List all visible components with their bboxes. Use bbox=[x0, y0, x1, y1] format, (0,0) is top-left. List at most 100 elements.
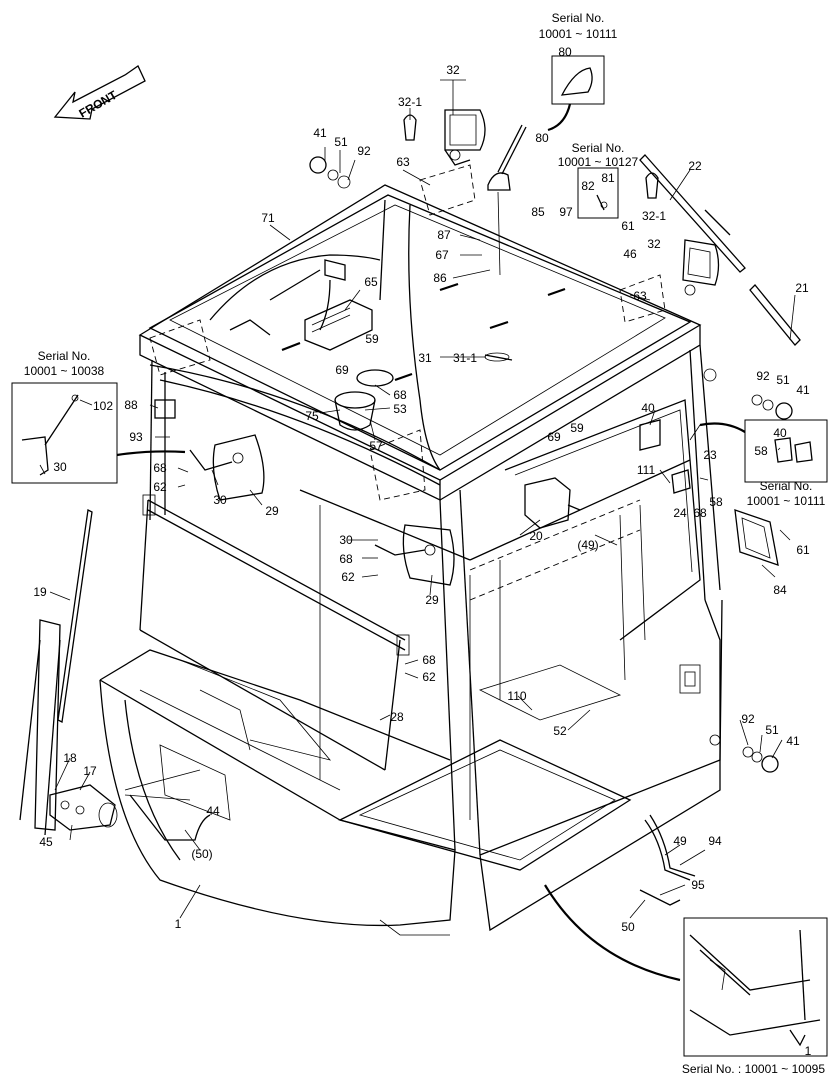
fastener-stack-low bbox=[742, 746, 779, 773]
switch-40 bbox=[639, 419, 661, 451]
callout: 17 bbox=[83, 764, 97, 778]
callout: 88 bbox=[124, 398, 138, 412]
callout: 22 bbox=[688, 159, 702, 173]
callout: 32 bbox=[446, 63, 460, 77]
callout: 63 bbox=[396, 155, 410, 169]
callout: 86 bbox=[433, 271, 447, 285]
callout: 69 bbox=[547, 430, 561, 444]
callout: 63 bbox=[633, 289, 647, 303]
callout: 87 bbox=[437, 228, 451, 242]
callout: 50 bbox=[621, 920, 635, 934]
front-arrow: FRONT bbox=[53, 65, 146, 121]
arrow-bottom-inset bbox=[544, 884, 681, 982]
callout: 59 bbox=[365, 332, 379, 346]
callout: 68 bbox=[393, 388, 407, 402]
callout: 68 bbox=[693, 506, 707, 520]
callout: 84 bbox=[773, 583, 787, 597]
callout: 71 bbox=[261, 211, 275, 225]
callout: 28 bbox=[390, 710, 404, 724]
serial-left-range: 10001 ~ 10038 bbox=[24, 364, 105, 378]
front-wiper bbox=[19, 509, 93, 836]
callout: 68 bbox=[153, 461, 167, 475]
callout: 51 bbox=[776, 373, 790, 387]
callout: 30 bbox=[53, 460, 67, 474]
callout: 82 bbox=[581, 179, 595, 193]
serial-right-upper-title: Serial No. bbox=[572, 141, 625, 155]
callout: 68 bbox=[339, 552, 353, 566]
callout: 59 bbox=[570, 421, 584, 435]
inset-left bbox=[11, 382, 118, 484]
work-lamp-front bbox=[444, 109, 486, 166]
callout: 45 bbox=[39, 835, 53, 849]
callout: 24 bbox=[673, 506, 687, 520]
fastener-stack-top bbox=[309, 156, 351, 189]
callout: 94 bbox=[708, 834, 722, 848]
cab-frame bbox=[149, 199, 723, 932]
arrow-top-inset bbox=[547, 103, 572, 132]
callout: 46 bbox=[623, 247, 637, 261]
room-lamp-bulb bbox=[484, 352, 513, 362]
bulb-32-1-left bbox=[403, 114, 417, 141]
wiper-motor bbox=[49, 784, 118, 831]
callout: 111 bbox=[637, 463, 656, 477]
wiring-harness bbox=[209, 204, 441, 471]
arrow-left-inset bbox=[116, 450, 186, 457]
callout: 31 bbox=[418, 351, 432, 365]
serial-right-lower-title: Serial No. bbox=[760, 479, 813, 493]
callout: 67 bbox=[435, 248, 449, 262]
radio bbox=[304, 299, 373, 351]
fastener-stack-mid bbox=[751, 394, 793, 420]
callout: 62 bbox=[153, 480, 167, 494]
work-lamp-rear bbox=[682, 239, 720, 296]
callout: 18 bbox=[63, 751, 77, 765]
callout: 62 bbox=[341, 570, 355, 584]
callout: 49 bbox=[673, 834, 687, 848]
callout: 58 bbox=[709, 495, 723, 509]
rear-wiper bbox=[639, 154, 801, 346]
serial-right-lower-range: 10001 ~ 10111 bbox=[747, 494, 826, 508]
inset-bottom bbox=[683, 917, 828, 1057]
serial-top-title: Serial No. bbox=[552, 11, 605, 25]
callout: 92 bbox=[357, 144, 371, 158]
mirror-right bbox=[374, 524, 455, 586]
callout: 32 bbox=[647, 237, 661, 251]
callout: 40 bbox=[773, 426, 787, 440]
callout: 69 bbox=[335, 363, 349, 377]
callout: 75 bbox=[305, 409, 319, 423]
callout: (50) bbox=[191, 847, 212, 861]
inset-right bbox=[744, 419, 828, 483]
callout: 95 bbox=[691, 878, 705, 892]
sun-visor bbox=[139, 494, 410, 771]
callout: 85 bbox=[531, 205, 545, 219]
callout: 80 bbox=[558, 45, 572, 59]
callout: 31-1 bbox=[453, 351, 477, 365]
callout-labels: 32 32-1 80 80 41 51 92 63 22 82 81 97 85… bbox=[33, 45, 811, 1058]
callout: 92 bbox=[756, 369, 770, 383]
hatch-84 bbox=[734, 509, 779, 566]
callout: 29 bbox=[265, 504, 279, 518]
callout: 61 bbox=[796, 543, 810, 557]
callout: 1 bbox=[175, 917, 182, 931]
callout: 65 bbox=[364, 275, 378, 289]
relay-20 bbox=[524, 477, 581, 529]
callout: 80 bbox=[535, 131, 549, 145]
serial-top-range: 10001 ~ 10111 bbox=[539, 27, 618, 41]
callout: 41 bbox=[786, 734, 800, 748]
front-label: FRONT bbox=[77, 87, 120, 120]
callout: 93 bbox=[129, 430, 143, 444]
serial-bottom: Serial No. : 10001 ~ 10095 bbox=[682, 1062, 825, 1076]
callout: 68 bbox=[422, 653, 436, 667]
callout: 44 bbox=[206, 804, 220, 818]
serial-left-title: Serial No. bbox=[38, 349, 91, 363]
callout: 19 bbox=[33, 585, 47, 599]
callout: 110 bbox=[507, 689, 526, 703]
bracket-88 bbox=[154, 399, 176, 419]
callout: 41 bbox=[313, 126, 327, 140]
callout: 41 bbox=[796, 383, 810, 397]
callout: 81 bbox=[601, 171, 615, 185]
callout: (49) bbox=[577, 538, 598, 552]
mirror-left bbox=[189, 434, 265, 501]
callout: 97 bbox=[559, 205, 573, 219]
callout: 30 bbox=[339, 533, 353, 547]
